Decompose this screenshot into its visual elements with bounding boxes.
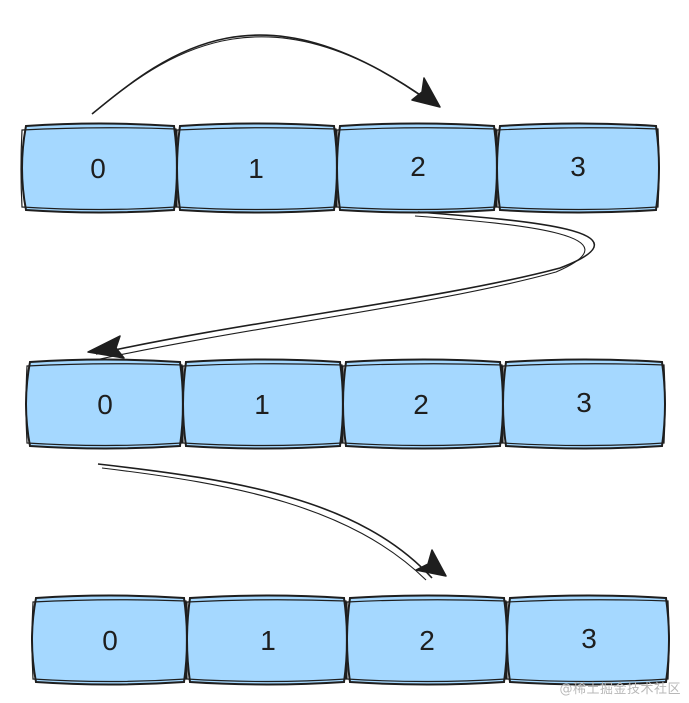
cell-box <box>336 122 498 214</box>
arrowhead-icon <box>411 77 441 108</box>
arrowhead-icon <box>87 335 125 359</box>
arrow-line-sketch <box>99 215 586 360</box>
cell-box <box>502 358 666 450</box>
cell-value: 0 <box>102 625 118 656</box>
array-row-2: 0 1 2 3 <box>25 358 666 450</box>
cell-box <box>21 122 178 214</box>
array-cell: 0 <box>31 594 188 686</box>
array-cell: 3 <box>505 594 670 686</box>
cell-value: 1 <box>248 153 264 184</box>
array-cell: 3 <box>501 358 666 450</box>
array-row-3: 0 1 2 3 <box>31 594 670 686</box>
arrow-line-sketch <box>101 467 427 581</box>
arrow-line <box>95 211 595 355</box>
cell-box <box>25 358 184 450</box>
cell-box <box>496 122 660 214</box>
cell-value: 1 <box>254 389 270 420</box>
cell-value: 3 <box>576 387 592 418</box>
cell-box-sketch <box>181 363 344 447</box>
arrow-line-sketch <box>96 36 426 111</box>
cell-box <box>346 594 508 686</box>
array-row-1: 0 1 2 3 <box>20 122 660 214</box>
cell-value: 0 <box>90 153 106 184</box>
cell-value: 2 <box>419 625 435 656</box>
cell-box-sketch <box>505 599 670 683</box>
cell-box-sketch <box>495 127 660 211</box>
cell-box-sketch <box>501 363 666 447</box>
cell-box-sketch <box>175 127 338 211</box>
arrow-skip-forward <box>91 34 441 115</box>
cell-box-sketch <box>25 363 184 447</box>
arrow-skip-forward <box>97 463 447 581</box>
arrow-wrap-around <box>87 211 595 360</box>
cell-box <box>506 594 670 686</box>
array-cell: 0 <box>25 358 184 450</box>
arrow-line <box>97 463 433 579</box>
cell-box <box>176 122 338 214</box>
arrow-line <box>91 34 431 115</box>
cell-box <box>186 594 348 686</box>
array-cell: 1 <box>185 594 348 686</box>
array-cell: 3 <box>495 122 660 214</box>
arrowhead-icon <box>415 549 447 577</box>
cell-box-sketch <box>31 599 188 683</box>
cell-box-sketch <box>20 127 178 211</box>
cell-box-sketch <box>341 363 504 447</box>
cell-value: 2 <box>413 389 429 420</box>
cell-value: 1 <box>260 625 276 656</box>
watermark: @稀土掘金技术社区 <box>559 682 681 697</box>
cell-box-sketch <box>185 599 348 683</box>
cell-box <box>182 358 344 450</box>
cell-box-sketch <box>345 599 508 683</box>
cell-box <box>342 358 504 450</box>
array-cell: 2 <box>335 122 498 214</box>
cell-box-sketch <box>335 127 498 211</box>
array-cell: 2 <box>341 358 504 450</box>
cell-value: 3 <box>570 151 586 182</box>
cell-value: 2 <box>410 151 426 182</box>
array-cell: 1 <box>181 358 344 450</box>
array-cell: 2 <box>345 594 508 686</box>
cell-value: 3 <box>581 623 597 654</box>
array-cell: 0 <box>20 122 178 214</box>
cell-value: 0 <box>97 389 113 420</box>
cell-box <box>31 594 188 686</box>
array-cell: 1 <box>175 122 338 214</box>
